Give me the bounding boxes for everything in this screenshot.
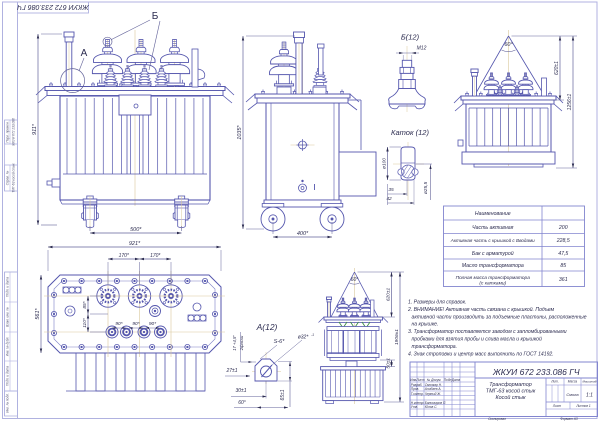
svg-text:Смолкар Н.: Смолкар Н. xyxy=(425,383,442,387)
svg-text:27±1: 27±1 xyxy=(225,368,237,374)
svg-text:Активная часть с крышкой с Вво: Активная часть с крышкой с Вводами xyxy=(450,237,535,243)
svg-text:1256±1: 1256±1 xyxy=(567,93,573,110)
svg-text:361: 361 xyxy=(559,277,568,283)
svg-text:Н.контр.: Н.контр. xyxy=(411,401,425,405)
svg-text:S-6*: S-6* xyxy=(274,339,286,345)
svg-text:на крышке.: на крышке. xyxy=(412,322,439,328)
svg-text:1. Размеры для справок.: 1. Размеры для справок. xyxy=(408,300,466,306)
svg-text:1:1: 1:1 xyxy=(586,393,593,399)
svg-text:Банкозаров П.: Банкозаров П. xyxy=(425,401,446,405)
svg-text:ЖКУИ 672 233.086: ЖКУИ 672 233.086 xyxy=(12,118,16,147)
svg-text:30±1: 30±1 xyxy=(235,388,246,394)
svg-text:3. Трансформатор поставляется: 3. Трансформатор поставляется заводом с … xyxy=(408,329,567,335)
svg-text:60°: 60° xyxy=(504,42,513,48)
svg-text:активной части производить: активной части производить за подъемные … xyxy=(412,313,587,320)
svg-text:Б(12): Б(12) xyxy=(401,33,420,42)
svg-text:47,5: 47,5 xyxy=(558,251,568,257)
svg-text:ø100: ø100 xyxy=(382,158,388,169)
svg-text:Формат А3: Формат А3 xyxy=(560,417,578,421)
svg-text:85*: 85* xyxy=(82,301,88,308)
svg-text:911*: 911* xyxy=(32,123,38,135)
svg-text:2фаски: 2фаски xyxy=(239,335,244,351)
svg-text:Масштаб: Масштаб xyxy=(582,380,596,384)
svg-text:17 +4,5″: 17 +4,5″ xyxy=(232,335,237,351)
svg-text:110*: 110* xyxy=(82,318,88,328)
svg-text:1035*: 1035* xyxy=(237,124,243,139)
svg-text:4. Знак строповки и центр: 4. Знак строповки и центр масс выполнить… xyxy=(408,351,554,357)
svg-text:85: 85 xyxy=(560,263,566,269)
svg-text:№ Докум.: № Докум. xyxy=(427,378,442,382)
svg-text:500*: 500* xyxy=(130,227,142,233)
svg-text:пробками для взятия пробы: пробками для взятия пробы и слива масла … xyxy=(412,336,542,343)
svg-text:А: А xyxy=(81,48,88,59)
svg-text:400*: 400* xyxy=(297,231,309,237)
svg-text:Лит.: Лит. xyxy=(550,380,559,384)
svg-text:2. ВНИМАНИЕ! Активная часть: 2. ВНИМАНИЕ! Активная часть связана с кр… xyxy=(407,306,555,313)
svg-text:42: 42 xyxy=(386,196,392,202)
svg-text:Масло трансформатора: Масло трансформатора xyxy=(462,263,524,269)
svg-text:Взам. инв. №: Взам. инв. № xyxy=(6,307,10,327)
svg-text:60°: 60° xyxy=(238,400,246,406)
svg-text:ЖКУИ 672 233.086 ГЧ: ЖКУИ 672 233.086 ГЧ xyxy=(492,367,580,377)
svg-text:Б: Б xyxy=(152,11,159,22)
svg-text:Масса: Масса xyxy=(568,380,578,384)
svg-text:ø32*: ø32* xyxy=(298,335,310,341)
svg-text:Изм.: Изм. xyxy=(410,378,417,382)
svg-text:Смола: Смола xyxy=(566,392,579,397)
svg-text:Бак с арматурой: Бак с арматурой xyxy=(472,250,514,257)
svg-text:Разраб.: Разраб. xyxy=(411,383,423,387)
svg-text:Подп.: Подп. xyxy=(444,378,453,382)
svg-text:228,5: 228,5 xyxy=(556,238,570,244)
svg-text:170*: 170* xyxy=(119,253,130,259)
svg-text:Наименование: Наименование xyxy=(475,211,511,217)
svg-text:трансформатора.: трансформатора. xyxy=(412,344,458,350)
svg-text:Подп. и дата: Подп. и дата xyxy=(6,277,10,297)
svg-text:ТМГ-63 косой стык: ТМГ-63 косой стык xyxy=(486,388,536,395)
svg-text:921*: 921* xyxy=(129,241,141,247)
svg-text:Инв. № подл.: Инв. № подл. xyxy=(6,393,10,413)
svg-text:А(12): А(12) xyxy=(256,322,278,332)
svg-text:Утв.: Утв. xyxy=(411,405,418,409)
svg-text:Т.контр.: Т.контр. xyxy=(411,392,424,396)
svg-text:Листов 1: Листов 1 xyxy=(575,404,590,408)
svg-text:Лист: Лист xyxy=(552,404,562,408)
svg-text:Каток (12): Каток (12) xyxy=(391,128,429,137)
svg-text:50±1: 50±1 xyxy=(386,358,392,369)
svg-text:Полная масса трансформатора: Полная масса трансформатора xyxy=(456,275,531,281)
svg-text:Дата: Дата xyxy=(451,378,461,382)
svg-text:90*: 90* xyxy=(149,321,156,327)
svg-text:ТМГ-63 косой стык: ТМГ-63 косой стык xyxy=(12,163,16,193)
svg-text:Подп. и дата: Подп. и дата xyxy=(6,366,10,386)
svg-text:60°: 60° xyxy=(351,277,359,283)
svg-text:90*: 90* xyxy=(132,321,139,327)
svg-text:561*: 561* xyxy=(35,307,41,319)
svg-text:Юлов С.: Юлов С. xyxy=(425,405,438,409)
svg-text:Перв. примен.: Перв. примен. xyxy=(6,121,10,142)
svg-text:-1: -1 xyxy=(311,333,314,337)
svg-text:200: 200 xyxy=(558,225,568,231)
svg-text:Пров.: Пров. xyxy=(411,387,420,391)
svg-text:170*: 170* xyxy=(150,253,161,259)
svg-text:Скопировал: Скопировал xyxy=(488,417,506,421)
svg-text:ЖКУИ 672 233.086 ГЧ: ЖКУИ 672 233.086 ГЧ xyxy=(17,3,90,10)
svg-text:Лист: Лист xyxy=(415,378,425,382)
svg-text:Косой стык: Косой стык xyxy=(495,394,526,401)
svg-text:65±1: 65±1 xyxy=(280,389,286,400)
svg-text:1906±1: 1906±1 xyxy=(394,329,400,345)
svg-text:35: 35 xyxy=(388,187,394,193)
svg-text:Черный Ж.: Черный Ж. xyxy=(425,392,441,396)
svg-text:Трансформатор: Трансформатор xyxy=(489,382,531,388)
svg-text:Справ. №: Справ. № xyxy=(6,170,10,185)
svg-text:Часть активная: Часть активная xyxy=(472,225,514,231)
svg-text:Инв. № дубл.: Инв. № дубл. xyxy=(6,337,10,357)
svg-text:Алибаев А.: Алибаев А. xyxy=(424,387,442,391)
svg-text:ø25,5: ø25,5 xyxy=(423,182,429,195)
svg-text:М12: М12 xyxy=(417,46,427,52)
svg-text:620±1: 620±1 xyxy=(554,61,560,75)
svg-text:620±1: 620±1 xyxy=(386,288,392,302)
svg-text:90*: 90* xyxy=(115,321,122,327)
svg-text:(с катками): (с катками) xyxy=(479,280,506,286)
